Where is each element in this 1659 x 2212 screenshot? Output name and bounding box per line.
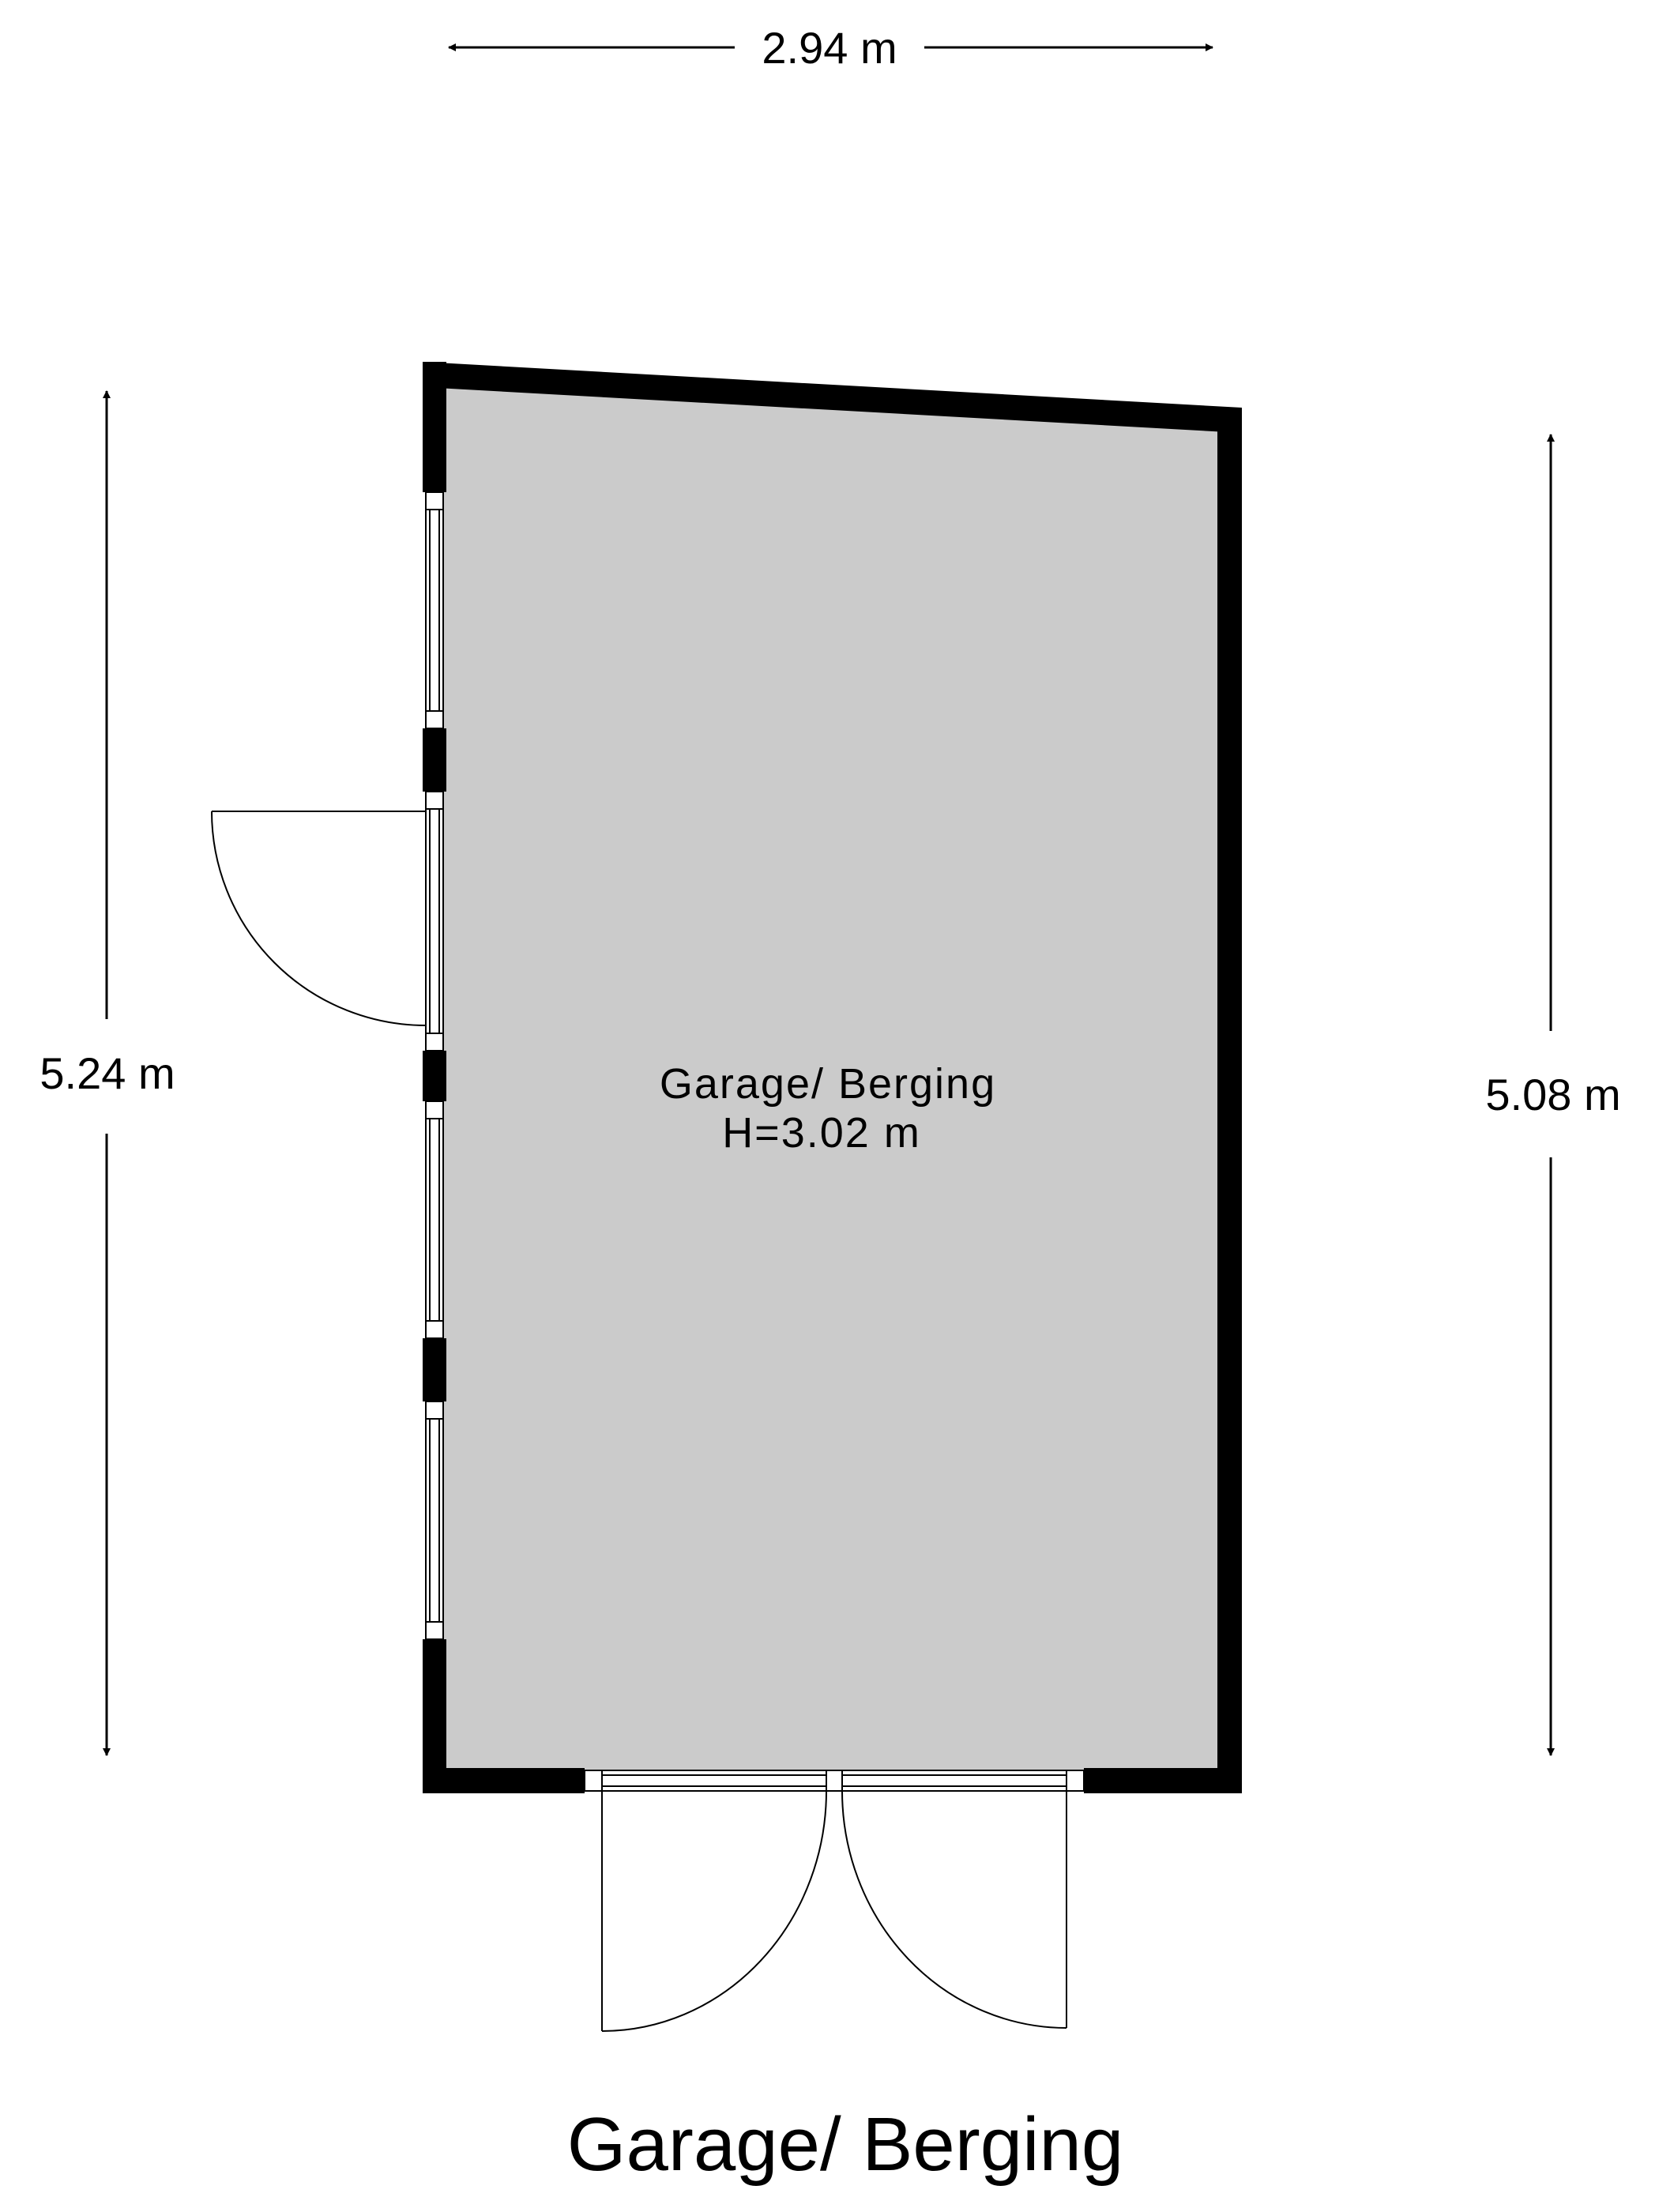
left-window-lines [426, 509, 443, 1623]
walls [423, 362, 1242, 1793]
left-wall-pier-4 [423, 1338, 446, 1401]
bottom-door-frame [584, 1770, 1085, 1792]
dimension-left: 5.24 m [40, 1048, 175, 1098]
left-wall-pier-3 [423, 1051, 446, 1101]
room-height: H=3.02 m [722, 1109, 921, 1157]
left-wall-pier-2 [423, 728, 446, 792]
dimension-top: 2.94 m [762, 23, 897, 73]
window-2 [425, 1100, 444, 1339]
bottom-wall-left [423, 1768, 585, 1793]
room-name: Garage/ Berging [660, 1060, 996, 1108]
door-opening-left [425, 791, 444, 1051]
left-wall-segment-1 [423, 362, 446, 492]
window-3 [425, 1401, 444, 1640]
dimension-right: 5.08 m [1485, 1070, 1620, 1119]
double-door-swing [601, 1790, 1067, 2032]
bottom-door-lines [601, 1770, 1067, 1791]
dimension-lines [103, 43, 1555, 1756]
side-door-swing [211, 811, 427, 1026]
bottom-wall-right [1084, 1768, 1242, 1793]
plan-title: Garage/ Berging [567, 2102, 1123, 2187]
right-wall [1217, 408, 1242, 1793]
top-wall [423, 362, 1242, 433]
window-1 [425, 491, 444, 729]
room-floor [437, 377, 1228, 1778]
left-wall-segment-5 [423, 1639, 446, 1793]
